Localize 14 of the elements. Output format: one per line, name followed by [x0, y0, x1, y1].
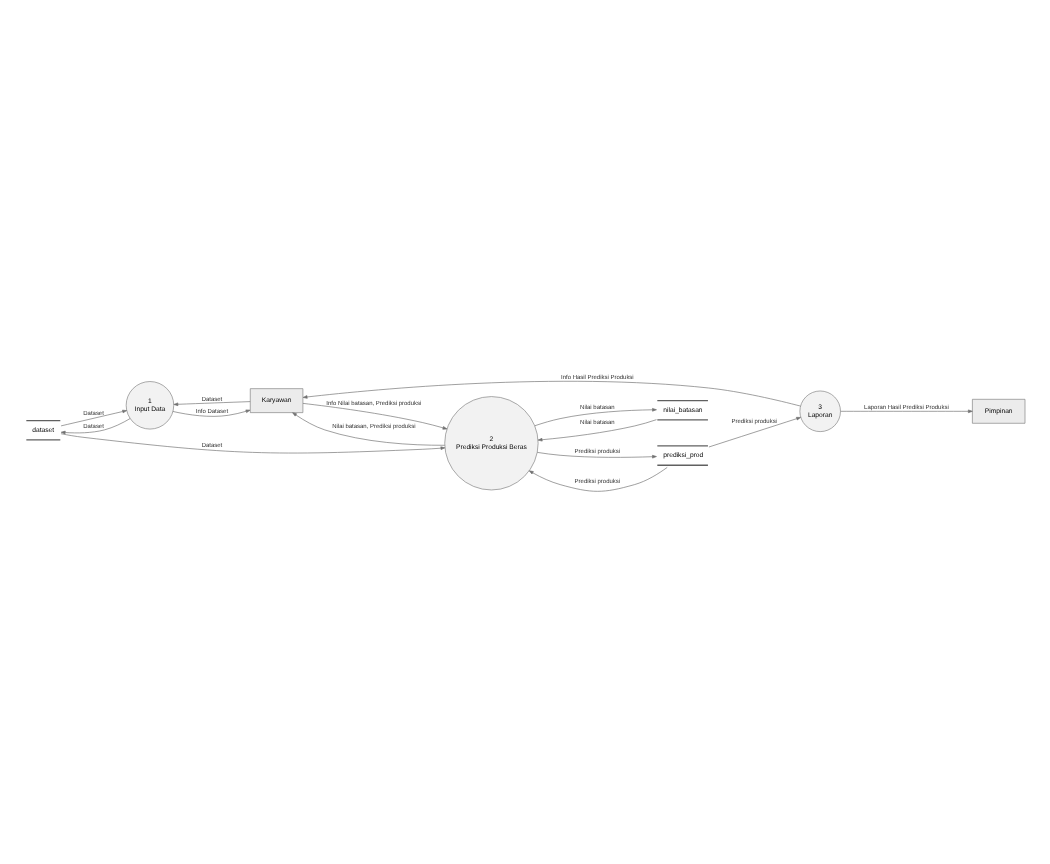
arrow [302, 402, 448, 429]
arrow [534, 407, 657, 426]
arrow [173, 400, 251, 406]
arrow [292, 411, 446, 445]
arrow [60, 417, 131, 434]
arrow [536, 451, 657, 458]
arrow [172, 408, 251, 416]
arrow [302, 380, 801, 406]
arrow [60, 432, 446, 453]
arrow [840, 408, 973, 413]
arrow [60, 408, 127, 426]
arrow [528, 466, 668, 491]
arrow [708, 415, 801, 447]
arrow [537, 418, 657, 441]
